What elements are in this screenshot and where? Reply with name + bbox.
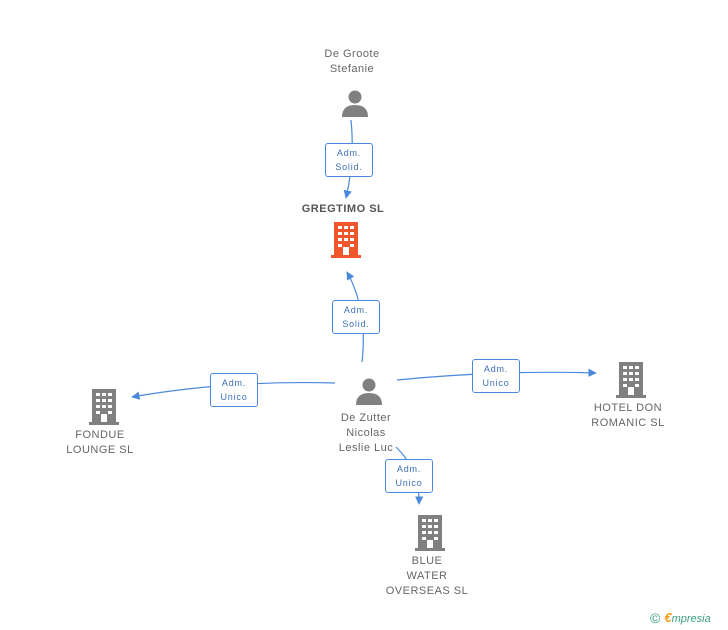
node-de-groote[interactable]: De Groote Stefanie xyxy=(302,47,402,77)
node-name-line: De Zutter xyxy=(340,412,392,424)
node-name-line: FONDUE xyxy=(75,429,125,441)
edge-label-line: Unico xyxy=(482,378,510,388)
brand-watermark[interactable]: ©€mpresia xyxy=(650,610,711,626)
node-name-line: WATER xyxy=(406,570,448,582)
node-name-line: HOTEL DON xyxy=(593,402,663,414)
edge-label-line: Solid. xyxy=(335,162,363,172)
brand-logo-initial: € xyxy=(664,610,672,625)
node-de-zutter[interactable]: De Zutter Nicolas Leslie Luc xyxy=(316,411,416,456)
copyright-symbol: © xyxy=(650,610,661,626)
building-icon[interactable] xyxy=(331,222,361,258)
edge-label-line: Adm. xyxy=(221,378,247,388)
edge-label-line: Adm. xyxy=(396,464,422,474)
edge-label-line: Unico xyxy=(395,478,423,488)
node-name-line: Nicolas xyxy=(346,427,386,439)
node-blue-water[interactable]: BLUE WATER OVERSEAS SL xyxy=(377,554,477,599)
edge-label-zutter-blue: Adm. Unico xyxy=(385,459,433,493)
brand-name: mpresia xyxy=(671,613,711,625)
edge-label-line: Unico xyxy=(220,392,248,402)
node-name-line: LOUNGE SL xyxy=(66,444,134,456)
node-name-line: BLUE xyxy=(411,555,443,567)
person-icon[interactable] xyxy=(354,376,384,406)
node-name-line: De Groote xyxy=(324,48,380,60)
edge-label-zutter-fondue: Adm. Unico xyxy=(210,373,258,407)
edge-label-zutter-hotel: Adm. Unico xyxy=(472,359,520,393)
node-fondue[interactable]: FONDUE LOUNGE SL xyxy=(50,428,150,458)
edge-label-line: Solid. xyxy=(342,319,370,329)
person-icon[interactable] xyxy=(340,88,370,118)
node-hotel[interactable]: HOTEL DON ROMANIC SL xyxy=(578,401,678,431)
node-name-line: Stefanie xyxy=(329,63,375,75)
building-icon[interactable] xyxy=(89,389,119,425)
building-icon[interactable] xyxy=(415,515,445,551)
node-name-line: ROMANIC SL xyxy=(591,417,665,429)
node-name-line: Leslie Luc xyxy=(338,442,394,454)
edge-label-line: Adm. xyxy=(336,148,362,158)
node-gregtimo[interactable]: GREGTIMO SL xyxy=(283,202,403,217)
node-name-line: OVERSEAS SL xyxy=(385,585,469,597)
edge-label-groote-gregtimo: Adm. Solid. xyxy=(325,143,373,177)
node-name-line: GREGTIMO SL xyxy=(301,203,385,215)
edge-label-line: Adm. xyxy=(483,364,509,374)
edge-label-line: Adm. xyxy=(343,305,369,315)
building-icon[interactable] xyxy=(616,362,646,398)
edge-label-zutter-gregtimo: Adm. Solid. xyxy=(332,300,380,334)
